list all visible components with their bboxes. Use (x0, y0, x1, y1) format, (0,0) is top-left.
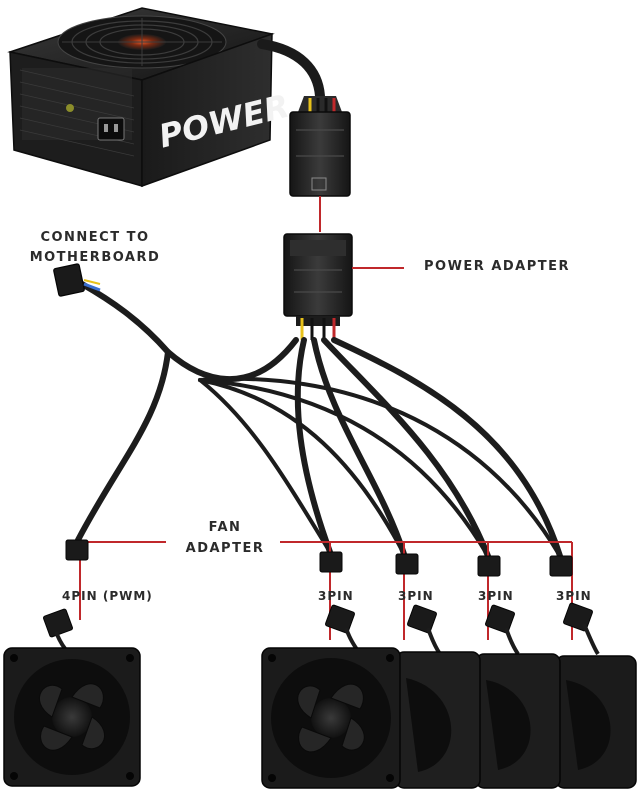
fan-4pin (3, 647, 141, 787)
motherboard-connector (53, 263, 101, 297)
pin-3-label-1: 3PIN (318, 589, 354, 603)
fan-adapter-label: FAN ADAPTER (170, 517, 280, 559)
pin-3-label-3: 3PIN (478, 589, 514, 603)
connect-motherboard-label: CONNECT TO MOTHERBOARD (20, 228, 170, 268)
fan-adapter-label-line1: FAN (208, 520, 242, 535)
pin-4-label: 4PIN (PWM) (62, 589, 153, 603)
pin-3-label-2: 3PIN (398, 589, 434, 603)
connect-label-line1: CONNECT TO (40, 230, 150, 245)
fan-adapter-label-line2: ADAPTER (185, 541, 265, 556)
fan-3pin-stack (261, 647, 637, 789)
psu-output-cable (257, 39, 342, 112)
adapter-fan-connectors (65, 539, 573, 577)
cable-harness (75, 281, 563, 559)
power-supply-unit: POWER (7, 7, 293, 188)
fan-lead-connectors (43, 602, 600, 656)
pin-3-label-4: 3PIN (556, 589, 592, 603)
connect-label-line2: MOTHERBOARD (29, 250, 161, 265)
adapter-molex-connector (283, 233, 353, 340)
power-adapter-label: POWER ADAPTER (424, 259, 571, 274)
psu-molex-connector (289, 111, 351, 197)
